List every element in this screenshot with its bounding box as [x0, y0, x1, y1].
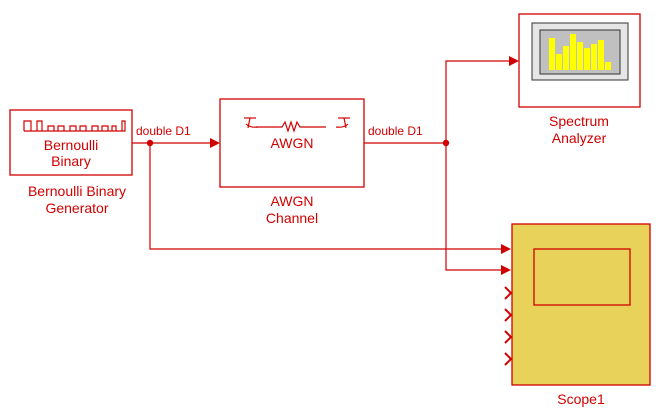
signal-label-1: double D1 [136, 124, 191, 138]
arrow-awgn-input [210, 138, 220, 148]
bernoulli-caption-line2: Generator [45, 200, 108, 216]
bernoulli-icon-text-line2: Binary [51, 153, 91, 169]
channel-icon [244, 117, 350, 133]
scope-screen [533, 248, 631, 306]
arrow-spectrum-input [509, 56, 519, 66]
signal-label-2: double D1 [368, 124, 423, 138]
wire-to-spectrum[interactable] [445, 60, 509, 143]
spectrum-caption-line2: Analyzer [552, 130, 607, 146]
branch-point-1 [146, 139, 154, 147]
spectrum-bars-icon [549, 34, 611, 70]
awgn-icon-text: AWGN [270, 135, 313, 151]
branch-point-2 [442, 139, 450, 147]
arrow-scope-input2 [501, 265, 511, 275]
awgn-channel-block[interactable]: AWGN [219, 98, 365, 188]
awgn-caption-line1: AWGN [270, 193, 313, 209]
spectrum-caption-line1: Spectrum [549, 113, 609, 129]
signal-lines [132, 56, 519, 275]
bernoulli-binary-generator-block[interactable]: Bernoulli Binary [9, 109, 133, 176]
wire-to-scope-in2[interactable] [445, 143, 501, 271]
spectrum-analyzer-block[interactable] [518, 13, 641, 108]
wire-branch-to-scope-in1[interactable] [149, 143, 501, 250]
scope-unconnected-ports [504, 286, 513, 366]
scope-caption: Scope1 [557, 391, 605, 407]
scope1-block[interactable] [504, 223, 651, 386]
pulse-train-icon [23, 120, 126, 132]
awgn-caption-line2: Channel [266, 210, 318, 226]
bernoulli-icon-text-line1: Bernoulli [44, 137, 98, 153]
arrow-scope-input1 [501, 244, 511, 254]
bernoulli-caption-line1: Bernoulli Binary [28, 183, 126, 199]
